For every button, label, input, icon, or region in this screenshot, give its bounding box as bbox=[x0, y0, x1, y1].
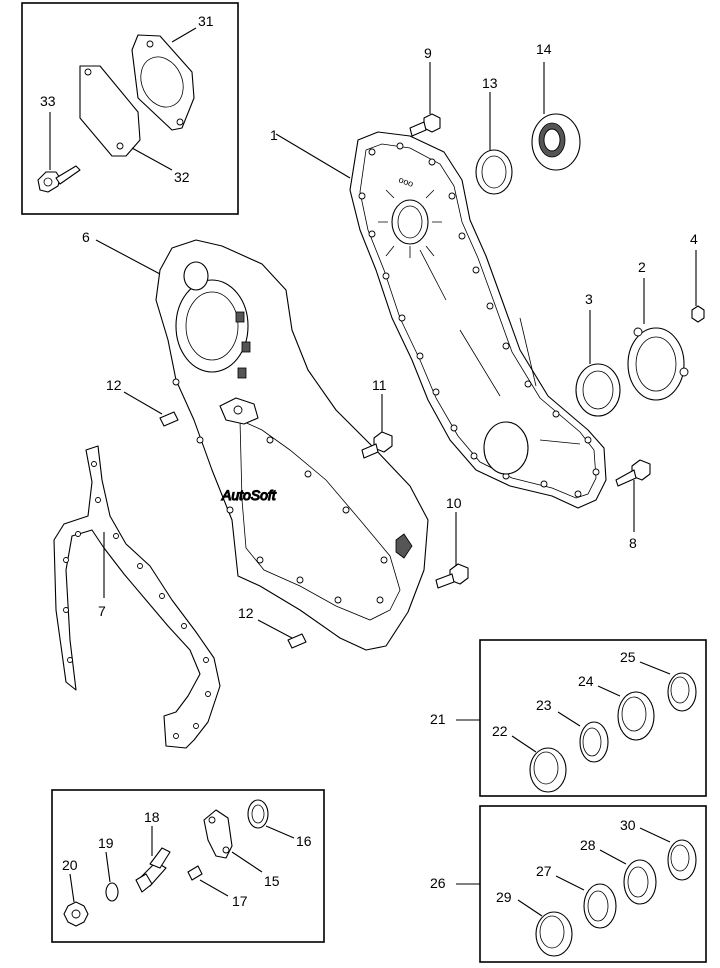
leader-12a bbox=[123, 391, 163, 415]
part-seal-24 bbox=[617, 691, 655, 741]
part-bolt-11 bbox=[361, 431, 393, 459]
part-bolt-33 bbox=[37, 165, 81, 193]
part-gear-housing-6 bbox=[155, 239, 429, 651]
callout-20: 20 bbox=[62, 857, 78, 873]
callout-27: 27 bbox=[536, 863, 552, 879]
callout-26: 26 bbox=[430, 875, 446, 891]
callout-11: 11 bbox=[372, 377, 387, 393]
part-screw-17 bbox=[187, 865, 203, 881]
callout-13: 13 bbox=[482, 75, 498, 91]
leader-16 bbox=[265, 825, 295, 839]
callout-32: 32 bbox=[174, 169, 190, 185]
part-seal-30 bbox=[667, 839, 697, 881]
part-seal-22 bbox=[529, 747, 567, 793]
leader-17 bbox=[199, 879, 229, 897]
part-washer-20 bbox=[63, 901, 89, 927]
callout-17: 17 bbox=[232, 893, 248, 909]
callout-9: 9 bbox=[424, 45, 432, 61]
callout-29: 29 bbox=[496, 889, 512, 905]
part-ring-16 bbox=[247, 799, 269, 829]
part-sleeve-27 bbox=[583, 883, 617, 929]
part-seal-13 bbox=[475, 149, 513, 195]
part-adapter-15 bbox=[203, 809, 233, 859]
leader-28 bbox=[599, 849, 627, 865]
callout-7: 7 bbox=[98, 603, 106, 619]
callout-22: 22 bbox=[492, 723, 508, 739]
callout-2: 2 bbox=[638, 259, 646, 275]
leader-23 bbox=[557, 711, 581, 727]
part-dowel-12a bbox=[159, 411, 179, 427]
part-nut-4 bbox=[691, 305, 705, 323]
callout-4: 4 bbox=[690, 231, 698, 247]
leader-19 bbox=[105, 851, 111, 883]
part-seal-14 bbox=[531, 113, 581, 171]
part-seal-29 bbox=[535, 911, 573, 957]
leader-27 bbox=[555, 875, 585, 891]
part-seal-25 bbox=[667, 672, 697, 712]
callout-1: 1 bbox=[270, 127, 278, 143]
callout-19: 19 bbox=[98, 835, 114, 851]
callout-8: 8 bbox=[629, 535, 637, 551]
part-cover-plate-32 bbox=[79, 65, 141, 157]
leader-30 bbox=[639, 827, 671, 843]
callout-31: 31 bbox=[198, 13, 214, 29]
callout-23: 23 bbox=[536, 697, 552, 713]
leader-22 bbox=[511, 735, 537, 753]
part-bolt-8 bbox=[615, 459, 651, 487]
part-bolt-9 bbox=[409, 113, 441, 137]
part-seal-3 bbox=[575, 363, 621, 417]
watermark: AutoSoft bbox=[221, 487, 277, 503]
leader-1 bbox=[275, 133, 351, 179]
callout-25: 25 bbox=[620, 649, 636, 665]
leader-24 bbox=[597, 685, 621, 697]
part-bolt-10 bbox=[435, 563, 469, 589]
part-gasket-7 bbox=[53, 445, 221, 749]
leader-12b bbox=[257, 619, 293, 639]
leader-15 bbox=[231, 851, 263, 873]
callout-21: 21 bbox=[430, 711, 446, 727]
part-dowel-12b bbox=[287, 633, 307, 649]
callout-15: 15 bbox=[264, 873, 280, 889]
callout-12b: 12 bbox=[238, 605, 254, 621]
leader-20 bbox=[69, 873, 75, 903]
leader-6 bbox=[95, 239, 161, 275]
leader-29 bbox=[517, 899, 543, 917]
part-sleeve-23 bbox=[579, 721, 609, 763]
part-ring-19 bbox=[105, 882, 119, 902]
part-flange-2 bbox=[627, 327, 689, 401]
part-sleeve-28 bbox=[623, 859, 657, 905]
callout-14: 14 bbox=[536, 41, 552, 57]
callout-18: 18 bbox=[144, 809, 160, 825]
callout-30: 30 bbox=[620, 817, 636, 833]
inset-box-sensor-kit bbox=[51, 789, 325, 943]
part-gasket-31 bbox=[131, 34, 195, 131]
callout-12a: 12 bbox=[106, 377, 122, 393]
part-sensor-18 bbox=[135, 847, 171, 893]
callout-28: 28 bbox=[580, 837, 596, 853]
leader-31 bbox=[171, 27, 197, 43]
callout-24: 24 bbox=[578, 673, 594, 689]
svg-text:ooo: ooo bbox=[397, 174, 415, 189]
callout-10: 10 bbox=[446, 495, 462, 511]
inset-box-seal-kit-21 bbox=[479, 639, 707, 797]
leader-25 bbox=[639, 661, 671, 675]
callout-3: 3 bbox=[585, 291, 593, 307]
leader-32 bbox=[131, 147, 173, 171]
inset-box-seal-kit-26 bbox=[479, 805, 707, 963]
callout-33: 33 bbox=[40, 93, 56, 109]
callout-6: 6 bbox=[82, 229, 90, 245]
inset-box-cover-plate bbox=[21, 2, 239, 215]
callout-16: 16 bbox=[296, 833, 312, 849]
part-front-cover-1: ooo bbox=[349, 131, 607, 509]
